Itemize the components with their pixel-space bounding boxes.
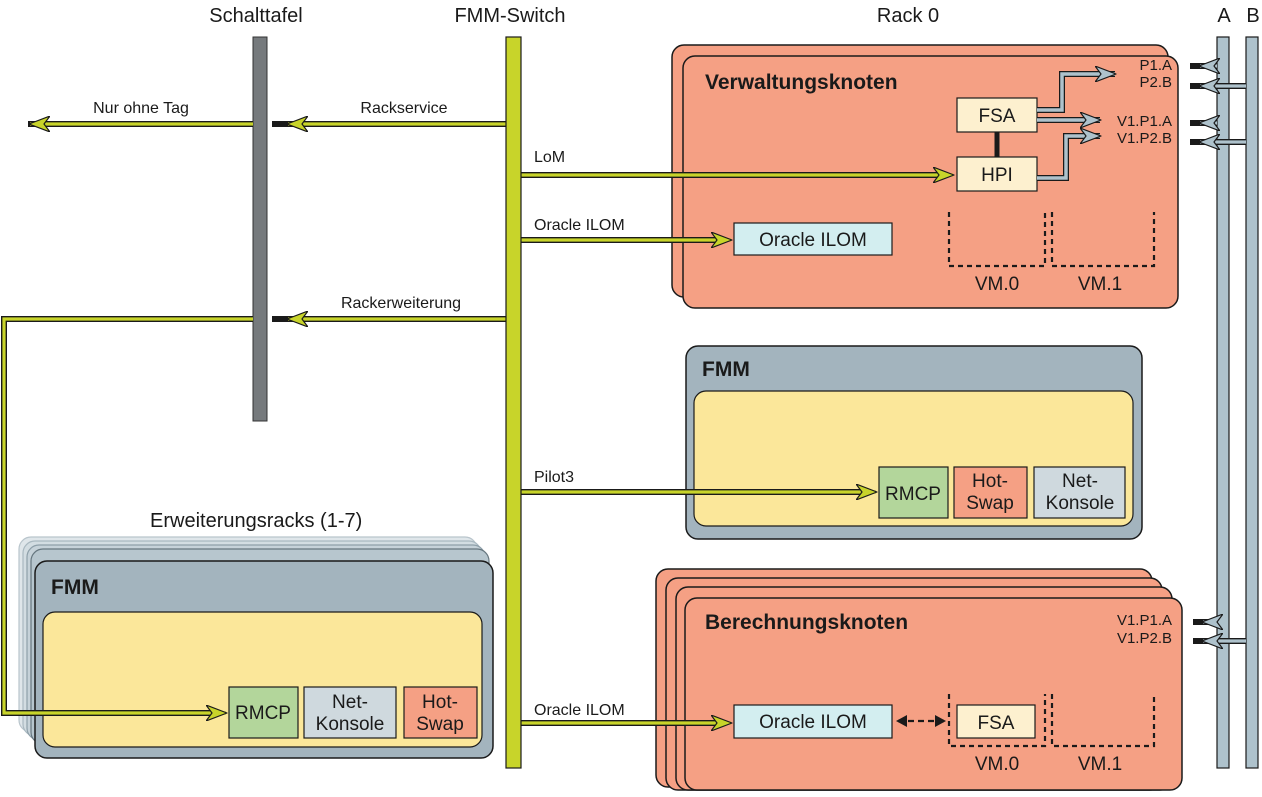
mgmt-hpi-box <box>956 156 1038 192</box>
expansion-rmcp-box <box>228 686 299 739</box>
mgmt-port-p1a: P1.A <box>1139 57 1172 74</box>
schalttafel-label: Schalttafel <box>209 5 302 27</box>
bus-b <box>1245 36 1259 769</box>
expansion-netkonsole-label-1: Net- <box>332 692 368 713</box>
bus-a <box>1216 36 1230 769</box>
link-pilot3: Pilot3 <box>534 469 574 486</box>
expansion-rmcp-label: RMCP <box>235 703 291 724</box>
fmm-hotswap-label-1: Hot- <box>972 471 1008 492</box>
mgmt-hpi-label: HPI <box>981 165 1013 186</box>
expansion-netkonsole-label-2: Konsole <box>316 714 385 735</box>
compute-port-v1p1a: V1.P1.A <box>1117 612 1172 629</box>
fmm-switch-label: FMM-Switch <box>454 5 565 27</box>
bus-a-label: A <box>1217 5 1231 27</box>
mgmt-fsa-box <box>956 97 1038 133</box>
fmm-hotswap-label-2: Swap <box>966 493 1014 514</box>
expansion-caption: Erweiterungsracks (1-7) <box>150 510 362 532</box>
bus-b-label: B <box>1246 5 1259 27</box>
mgmt-vm0-label: VM.0 <box>975 274 1019 295</box>
mgmt-fsa-label: FSA <box>979 106 1016 127</box>
switch-links <box>1 124 953 723</box>
fmm-rmcp-label: RMCP <box>885 484 941 505</box>
mgmt-port-v1p1a: V1.P1.A <box>1117 113 1172 130</box>
expansion-hotswap-box <box>403 686 478 739</box>
expansion-netkonsole-box <box>303 686 397 739</box>
mgmt-ilom-box <box>733 222 893 256</box>
link-lom: LoM <box>534 149 565 166</box>
schalttafel-bar <box>252 36 268 422</box>
link-rackservice: Rackservice <box>360 100 447 117</box>
compute-ilom-box <box>733 704 893 739</box>
compute-fsa-box <box>956 704 1036 739</box>
rack0-label: Rack 0 <box>877 5 939 27</box>
expansion-hotswap-label-2: Swap <box>416 714 464 735</box>
mgmt-port-p2b: P2.B <box>1139 74 1172 91</box>
fmm-netkonsole-label-2: Konsole <box>1046 493 1115 514</box>
link-rackerweiterung: Rackerweiterung <box>341 295 461 312</box>
link-nur-ohne-tag: Nur ohne Tag <box>93 100 189 117</box>
expansion-hotswap-label-1: Hot- <box>422 692 458 713</box>
compute-ilom-label: Oracle ILOM <box>759 712 867 733</box>
mgmt-port-v1p2b: V1.P2.B <box>1117 130 1172 147</box>
expansion-racks: Erweiterungsracks (1-7) FMM RMCP Net- Ko… <box>18 510 494 759</box>
bus-connectors <box>1190 66 1246 641</box>
fmm-switch-bar <box>505 36 522 769</box>
management-node-title: Verwaltungsknoten <box>705 71 898 94</box>
fmm-netkonsole-label-1: Net- <box>1062 471 1098 492</box>
link-oracle-ilom-1: Oracle ILOM <box>534 217 625 234</box>
link-oracle-ilom-2: Oracle ILOM <box>534 702 625 719</box>
compute-nodes: Berechnungsknoten V1.P1.A V1.P2.B Oracle… <box>655 568 1183 791</box>
fmm-hotswap-box <box>953 466 1028 519</box>
fmm-rmcp-box <box>878 466 949 519</box>
mgmt-vm1-label: VM.1 <box>1078 274 1122 295</box>
management-node: Verwaltungsknoten FSA HPI Oracle ILOM VM… <box>671 44 1179 309</box>
fmm-netkonsole-box <box>1033 466 1126 519</box>
compute-vm0-label: VM.0 <box>975 754 1019 775</box>
compute-node-title: Berechnungsknoten <box>705 611 908 634</box>
compute-vm1-label: VM.1 <box>1078 754 1122 775</box>
expansion-fmm-title: FMM <box>51 576 99 599</box>
compute-port-v1p2b: V1.P2.B <box>1117 630 1172 647</box>
compute-fsa-label: FSA <box>978 713 1015 734</box>
mgmt-ilom-label: Oracle ILOM <box>759 230 867 251</box>
fmm-rack0-title: FMM <box>702 358 750 381</box>
fmm-rack0: FMM RMCP Hot- Swap Net- Konsole <box>685 345 1143 540</box>
